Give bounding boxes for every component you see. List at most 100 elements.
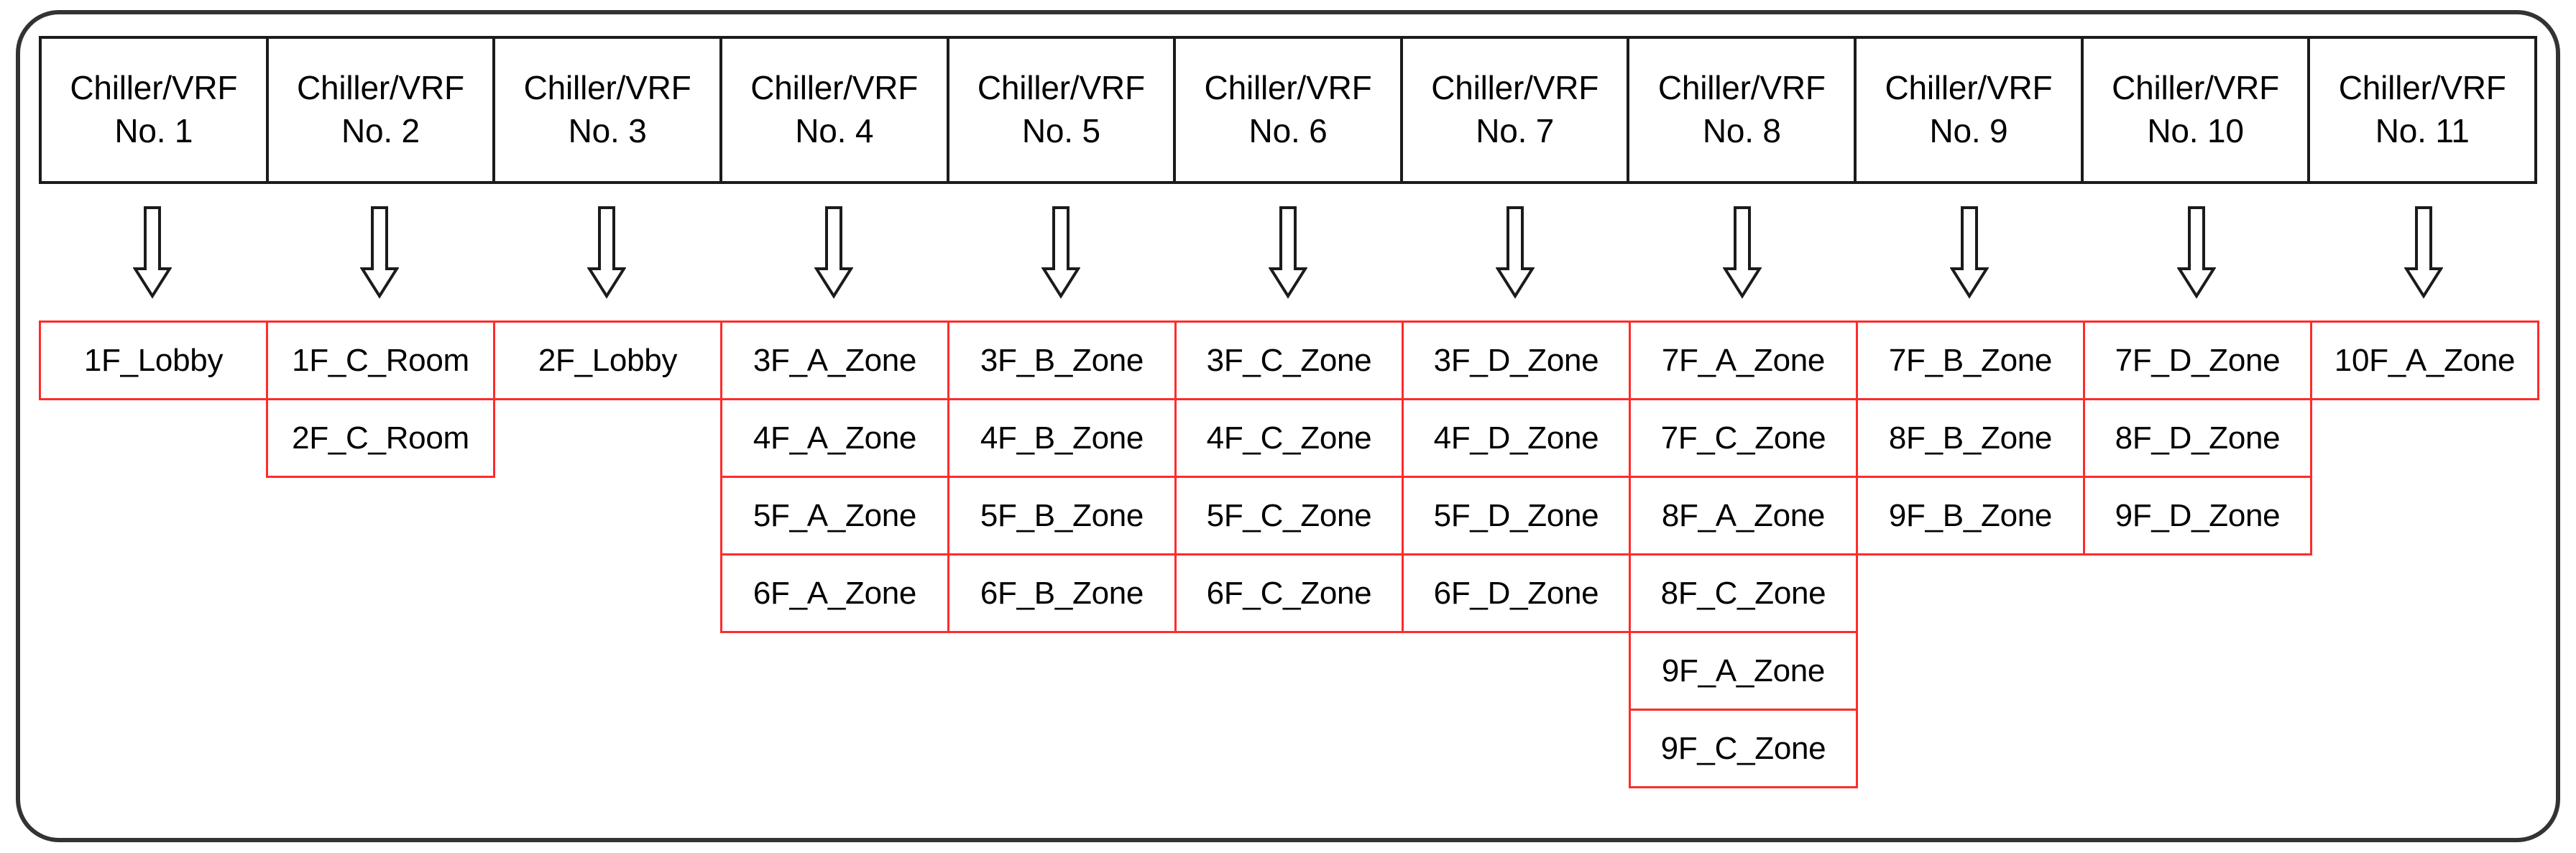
zone-cell[interactable]: 5F_C_Zone bbox=[1174, 476, 1404, 555]
zone-cell[interactable]: 6F_B_Zone bbox=[947, 553, 1177, 633]
zone-cell[interactable]: 2F_Lobby bbox=[493, 321, 722, 400]
zone-cell[interactable]: 9F_C_Zone bbox=[1629, 709, 1858, 788]
chiller-header-row: Chiller/VRF No. 1 Chiller/VRF No. 2 Chil… bbox=[39, 36, 2537, 184]
down-arrow-icon bbox=[1269, 206, 1307, 299]
chiller-header-label-line2: No. 10 bbox=[2147, 112, 2244, 149]
chiller-header-cell-3[interactable]: Chiller/VRF No. 3 bbox=[495, 39, 722, 181]
chiller-header-cell-8[interactable]: Chiller/VRF No. 8 bbox=[1629, 39, 1857, 181]
chiller-header-cell-7[interactable]: Chiller/VRF No. 7 bbox=[1402, 39, 1630, 181]
zone-column-10: 7F_D_Zone 8F_D_Zone 9F_D_Zone bbox=[2083, 321, 2312, 819]
chiller-header-label-line1: Chiller/VRF bbox=[1204, 69, 1372, 107]
zone-cell[interactable]: 8F_D_Zone bbox=[2083, 398, 2312, 478]
zone-cell[interactable]: 7F_D_Zone bbox=[2083, 321, 2312, 400]
zone-cell[interactable]: 9F_B_Zone bbox=[1856, 476, 2085, 555]
down-arrow-icon bbox=[360, 206, 399, 299]
arrow-cell-5 bbox=[947, 184, 1174, 321]
zone-column-6: 3F_C_Zone 4F_C_Zone 5F_C_Zone 6F_C_Zone bbox=[1174, 321, 1404, 819]
zone-cell[interactable]: 7F_C_Zone bbox=[1629, 398, 1858, 478]
zone-cell[interactable]: 8F_A_Zone bbox=[1629, 476, 1858, 555]
chiller-header-label-line2: No. 6 bbox=[1248, 112, 1328, 149]
zone-cell[interactable]: 3F_D_Zone bbox=[1402, 321, 1631, 400]
outer-rounded-frame bbox=[16, 10, 2560, 842]
arrow-cell-3 bbox=[493, 184, 720, 321]
down-arrow-icon bbox=[814, 206, 853, 299]
arrow-connector-row bbox=[39, 184, 2537, 321]
down-arrow-icon bbox=[2404, 206, 2443, 299]
zone-column-1: 1F_Lobby bbox=[39, 321, 268, 819]
chiller-header-label-line1: Chiller/VRF bbox=[70, 69, 238, 107]
zone-column-7: 3F_D_Zone 4F_D_Zone 5F_D_Zone 6F_D_Zone bbox=[1402, 321, 1631, 819]
zone-column-9: 7F_B_Zone 8F_B_Zone 9F_B_Zone bbox=[1856, 321, 2085, 819]
chiller-header-label-line2: No. 1 bbox=[114, 112, 193, 149]
zone-cell[interactable]: 8F_B_Zone bbox=[1856, 398, 2085, 478]
zone-cell[interactable]: 1F_Lobby bbox=[39, 321, 268, 400]
chiller-header-label-line1: Chiller/VRF bbox=[2112, 69, 2280, 107]
arrow-cell-10 bbox=[2083, 184, 2310, 321]
zone-cell[interactable]: 9F_A_Zone bbox=[1629, 631, 1858, 711]
down-arrow-icon bbox=[1041, 206, 1080, 299]
chiller-header-label-line2: No. 8 bbox=[1702, 112, 1781, 149]
zone-column-3: 2F_Lobby bbox=[493, 321, 722, 819]
chiller-header-label-line1: Chiller/VRF bbox=[296, 69, 464, 107]
arrow-cell-2 bbox=[266, 184, 493, 321]
chiller-header-cell-10[interactable]: Chiller/VRF No. 10 bbox=[2083, 39, 2311, 181]
chiller-header-label-line2: No. 4 bbox=[795, 112, 874, 149]
down-arrow-icon bbox=[2177, 206, 2216, 299]
chiller-header-cell-5[interactable]: Chiller/VRF No. 5 bbox=[949, 39, 1177, 181]
zone-column-8: 7F_A_Zone 7F_C_Zone 8F_A_Zone 8F_C_Zone … bbox=[1629, 321, 1858, 819]
zone-cell[interactable]: 4F_C_Zone bbox=[1174, 398, 1404, 478]
chiller-header-cell-4[interactable]: Chiller/VRF No. 4 bbox=[722, 39, 949, 181]
zone-assignment-grid: 1F_Lobby 1F_C_Room 2F_C_Room 2F_Lobby 3F… bbox=[39, 321, 2539, 819]
zone-cell[interactable]: 3F_A_Zone bbox=[720, 321, 949, 400]
chiller-header-label-line1: Chiller/VRF bbox=[523, 69, 691, 107]
zone-cell[interactable]: 7F_B_Zone bbox=[1856, 321, 2085, 400]
chiller-header-cell-6[interactable]: Chiller/VRF No. 6 bbox=[1176, 39, 1403, 181]
zone-cell[interactable]: 5F_B_Zone bbox=[947, 476, 1177, 555]
zone-column-11: 10F_A_Zone bbox=[2310, 321, 2539, 819]
chiller-header-label-line1: Chiller/VRF bbox=[1885, 69, 2053, 107]
arrow-cell-1 bbox=[39, 184, 266, 321]
down-arrow-icon bbox=[1496, 206, 1535, 299]
zone-cell[interactable]: 6F_C_Zone bbox=[1174, 553, 1404, 633]
chiller-header-label-line2: No. 5 bbox=[1021, 112, 1100, 149]
zone-column-2: 1F_C_Room 2F_C_Room bbox=[266, 321, 495, 819]
chiller-header-label-line1: Chiller/VRF bbox=[1657, 69, 1826, 107]
zone-cell[interactable]: 10F_A_Zone bbox=[2310, 321, 2539, 400]
zone-cell[interactable]: 6F_A_Zone bbox=[720, 553, 949, 633]
down-arrow-icon bbox=[1723, 206, 1762, 299]
chiller-header-cell-11[interactable]: Chiller/VRF No. 11 bbox=[2310, 39, 2535, 181]
chiller-header-label-line2: No. 7 bbox=[1476, 112, 1555, 149]
zone-cell[interactable]: 4F_B_Zone bbox=[947, 398, 1177, 478]
down-arrow-icon bbox=[133, 206, 172, 299]
zone-column-5: 3F_B_Zone 4F_B_Zone 5F_B_Zone 6F_B_Zone bbox=[947, 321, 1177, 819]
zone-cell[interactable]: 7F_A_Zone bbox=[1629, 321, 1858, 400]
down-arrow-icon bbox=[1950, 206, 1989, 299]
chiller-header-label-line2: No. 3 bbox=[568, 112, 647, 149]
chiller-header-label-line2: No. 2 bbox=[341, 112, 420, 149]
zone-cell[interactable]: 3F_B_Zone bbox=[947, 321, 1177, 400]
arrow-cell-8 bbox=[1629, 184, 1856, 321]
zone-cell[interactable]: 4F_D_Zone bbox=[1402, 398, 1631, 478]
zone-cell[interactable]: 5F_A_Zone bbox=[720, 476, 949, 555]
chiller-header-cell-1[interactable]: Chiller/VRF No. 1 bbox=[42, 39, 269, 181]
arrow-cell-4 bbox=[720, 184, 947, 321]
chiller-header-cell-2[interactable]: Chiller/VRF No. 2 bbox=[268, 39, 496, 181]
chiller-zone-assignment-diagram: Chiller/VRF No. 1 Chiller/VRF No. 2 Chil… bbox=[39, 36, 2539, 819]
chiller-header-label-line1: Chiller/VRF bbox=[2338, 69, 2506, 107]
zone-cell[interactable]: 6F_D_Zone bbox=[1402, 553, 1631, 633]
zone-cell[interactable]: 8F_C_Zone bbox=[1629, 553, 1858, 633]
zone-cell[interactable]: 1F_C_Room bbox=[266, 321, 495, 400]
arrow-cell-11 bbox=[2310, 184, 2537, 321]
zone-cell[interactable]: 9F_D_Zone bbox=[2083, 476, 2312, 555]
zone-cell[interactable]: 4F_A_Zone bbox=[720, 398, 949, 478]
arrow-cell-7 bbox=[1402, 184, 1629, 321]
zone-cell[interactable]: 5F_D_Zone bbox=[1402, 476, 1631, 555]
chiller-header-cell-9[interactable]: Chiller/VRF No. 9 bbox=[1857, 39, 2084, 181]
arrow-cell-9 bbox=[1856, 184, 2083, 321]
zone-cell[interactable]: 2F_C_Room bbox=[266, 398, 495, 478]
zone-cell[interactable]: 3F_C_Zone bbox=[1174, 321, 1404, 400]
chiller-header-label-line2: No. 9 bbox=[1929, 112, 2008, 149]
chiller-header-label-line1: Chiller/VRF bbox=[750, 69, 919, 107]
down-arrow-icon bbox=[587, 206, 626, 299]
